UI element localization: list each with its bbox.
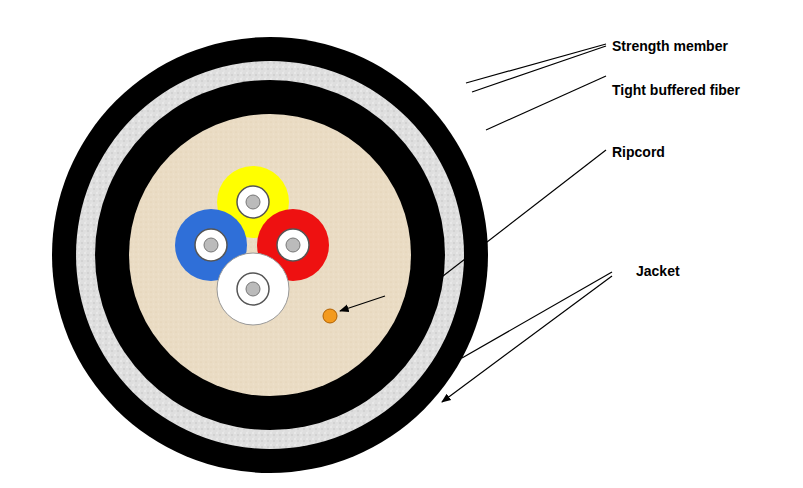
callout-label: Ripcord (612, 144, 665, 160)
callout-label: Jacket (636, 263, 680, 279)
leader-lines (340, 44, 612, 402)
ripcord (323, 309, 337, 323)
cable-rings (52, 37, 488, 473)
callout-label: Strength member (612, 38, 728, 54)
callout-label: Tight buffered fiber (612, 82, 740, 98)
fibers (175, 166, 329, 325)
